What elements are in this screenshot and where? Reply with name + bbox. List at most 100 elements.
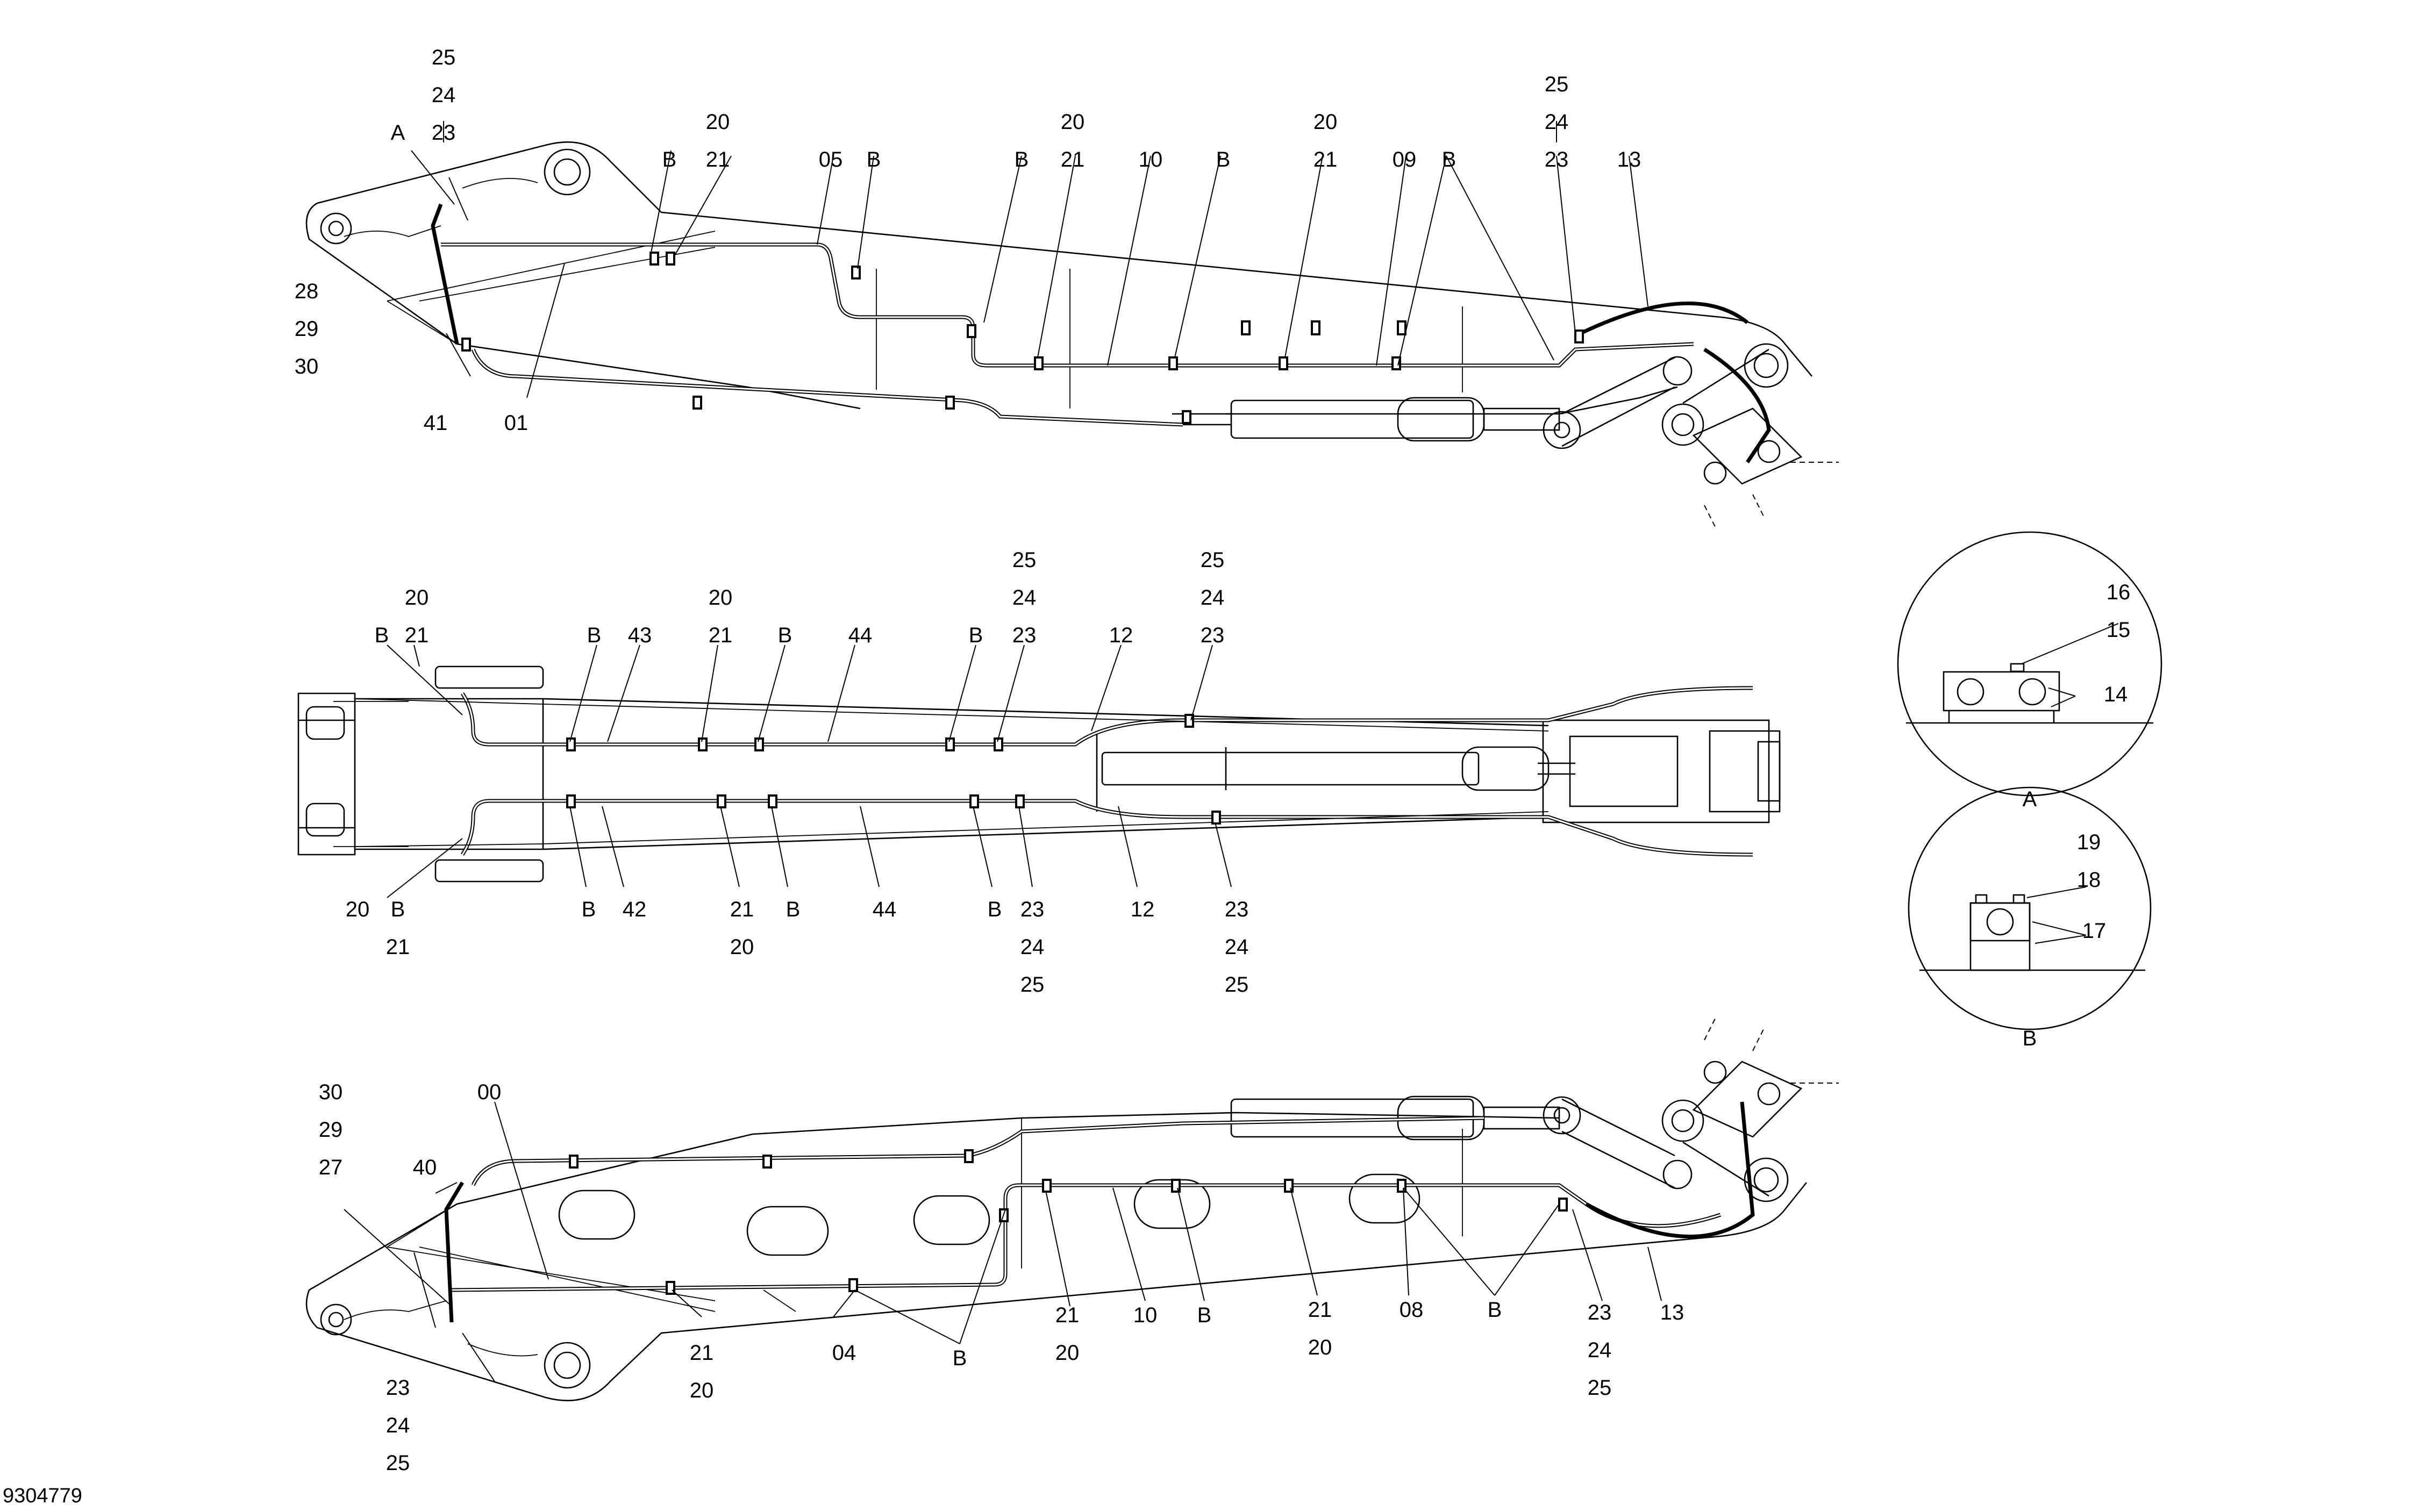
- label-21: 21: [690, 1341, 714, 1365]
- label-24: 24: [386, 1414, 410, 1437]
- pipe-run-upper-bottom: [471, 1116, 1484, 1186]
- detail-A-circle: [1897, 531, 2162, 797]
- pipe-run-lower-top: [471, 348, 1183, 427]
- label-23: 23: [1588, 1301, 1612, 1324]
- label-25: 25: [1545, 73, 1569, 96]
- label-13: 13: [1660, 1301, 1684, 1324]
- label-12: 12: [1109, 624, 1133, 647]
- label-25: 25: [1225, 973, 1249, 997]
- plan-clamps: [566, 714, 1221, 825]
- detail-B-title: B: [2023, 1027, 2037, 1050]
- label-30: 30: [319, 1080, 343, 1104]
- label-20: 20: [1055, 1341, 1080, 1365]
- label-04: 04: [832, 1341, 856, 1365]
- label-20: 20: [690, 1379, 714, 1402]
- label-20: 20: [730, 935, 754, 959]
- label-30: 30: [295, 355, 319, 378]
- plan-pipe-upper: [461, 686, 1753, 747]
- label-B: B: [375, 624, 389, 647]
- label-10: 10: [1133, 1303, 1158, 1327]
- hose-vertical-bottom: [444, 1181, 465, 1323]
- plan-leaders: [387, 644, 1232, 898]
- label-15: 15: [2107, 618, 2131, 642]
- label-B: B: [1197, 1303, 1212, 1327]
- label-21: 21: [706, 148, 730, 171]
- pipe-run-lower-top-inner: [472, 349, 1183, 426]
- label-41: 41: [424, 411, 448, 435]
- label-21: 21: [1061, 148, 1085, 171]
- wire-top: [344, 178, 538, 237]
- boom-seams-bottom: [1021, 1118, 1463, 1269]
- label-18: 18: [2077, 868, 2101, 892]
- label-B: B: [1442, 148, 1457, 171]
- hose-nose-top: [1580, 302, 1771, 463]
- label-25: 25: [1012, 548, 1037, 572]
- label-21: B: [391, 898, 405, 921]
- detail-B: 19 18 17 B: [1908, 786, 2152, 1050]
- leaders-bottom: [344, 1101, 1662, 1382]
- label-08: 08: [1400, 1298, 1424, 1322]
- label-20: 20: [405, 586, 429, 610]
- label-16: 16: [2107, 581, 2131, 604]
- labels-plan: 20 21 B B 43 20 21 B 44 25 24 23 B 25 24…: [346, 548, 1249, 997]
- label-40: 40: [413, 1156, 437, 1179]
- label-23: 23: [432, 121, 456, 145]
- plan-pipe-upper-inner: [461, 687, 1753, 746]
- lightening-holes: [558, 1173, 1420, 1256]
- label-25: 25: [386, 1451, 410, 1475]
- label-20: 20: [1061, 110, 1085, 134]
- label-24: 24: [1012, 586, 1037, 610]
- boom-foot-pivot-bottom: [320, 1303, 352, 1336]
- link-bottom: [1561, 1098, 1769, 1197]
- boom-outline-bottom: [305, 1112, 1808, 1401]
- label-44: 44: [848, 624, 873, 647]
- label-25: 25: [1588, 1376, 1612, 1400]
- label-23: 23: [1012, 624, 1037, 647]
- hose-vertical-top: [431, 203, 459, 345]
- label-B: B: [953, 1346, 967, 1370]
- detail-B-circle: [1908, 786, 2152, 1030]
- nose-bracket-top: [1692, 407, 1839, 527]
- arm-cylinder-top: [1172, 397, 1560, 442]
- label-27: 27: [319, 1156, 343, 1179]
- label-44: 44: [873, 898, 897, 921]
- label-21: 21: [730, 898, 754, 921]
- label-24: 24: [1225, 935, 1249, 959]
- detail-A: 16 15 14 A: [1897, 531, 2162, 811]
- label-24: 24: [1201, 586, 1225, 610]
- plan-fittings: [333, 665, 544, 883]
- label-25: 25: [432, 46, 456, 69]
- label-00: 00: [477, 1080, 502, 1104]
- label-B: B: [662, 148, 677, 171]
- label-20: 20: [1313, 110, 1338, 134]
- label-24: 24: [1020, 935, 1045, 959]
- label-21: 21: [1308, 1298, 1332, 1322]
- label-23: 23: [1020, 898, 1045, 921]
- label-B: B: [1216, 148, 1231, 171]
- label-24: 24: [1545, 110, 1569, 134]
- label-20: 20: [706, 110, 730, 134]
- label-B: B: [587, 624, 602, 647]
- label-29: 29: [319, 1118, 343, 1142]
- label-25: 25: [1020, 973, 1045, 997]
- labels-side-top: 25 24 23 A 20 21 B 05 B B 20 21 10 B 20 …: [295, 46, 1641, 435]
- label-24: 24: [1588, 1338, 1612, 1362]
- side-view-top: 25 24 23 A 20 21 B 05 B B 20 21 10 B 20 …: [295, 46, 1839, 527]
- label-25: 25: [1201, 548, 1225, 572]
- arm-pivot-top: [544, 148, 591, 196]
- pipe-run-lower-bottom: [451, 1183, 1722, 1292]
- label-20: 21: [386, 935, 410, 959]
- plan-boom-outline: [297, 692, 1781, 856]
- label-10: 10: [1139, 148, 1163, 171]
- label-42: 42: [623, 898, 647, 921]
- label-23: 23: [1225, 898, 1249, 921]
- label-21: 21: [405, 624, 429, 647]
- detail-A-title: A: [2023, 787, 2037, 811]
- label-B: B: [582, 898, 596, 921]
- label-B: B: [786, 898, 801, 921]
- label-B: B: [1015, 148, 1029, 171]
- label-14: 14: [2104, 683, 2128, 706]
- label-B: B: [867, 148, 881, 171]
- label-13: 13: [1617, 148, 1641, 171]
